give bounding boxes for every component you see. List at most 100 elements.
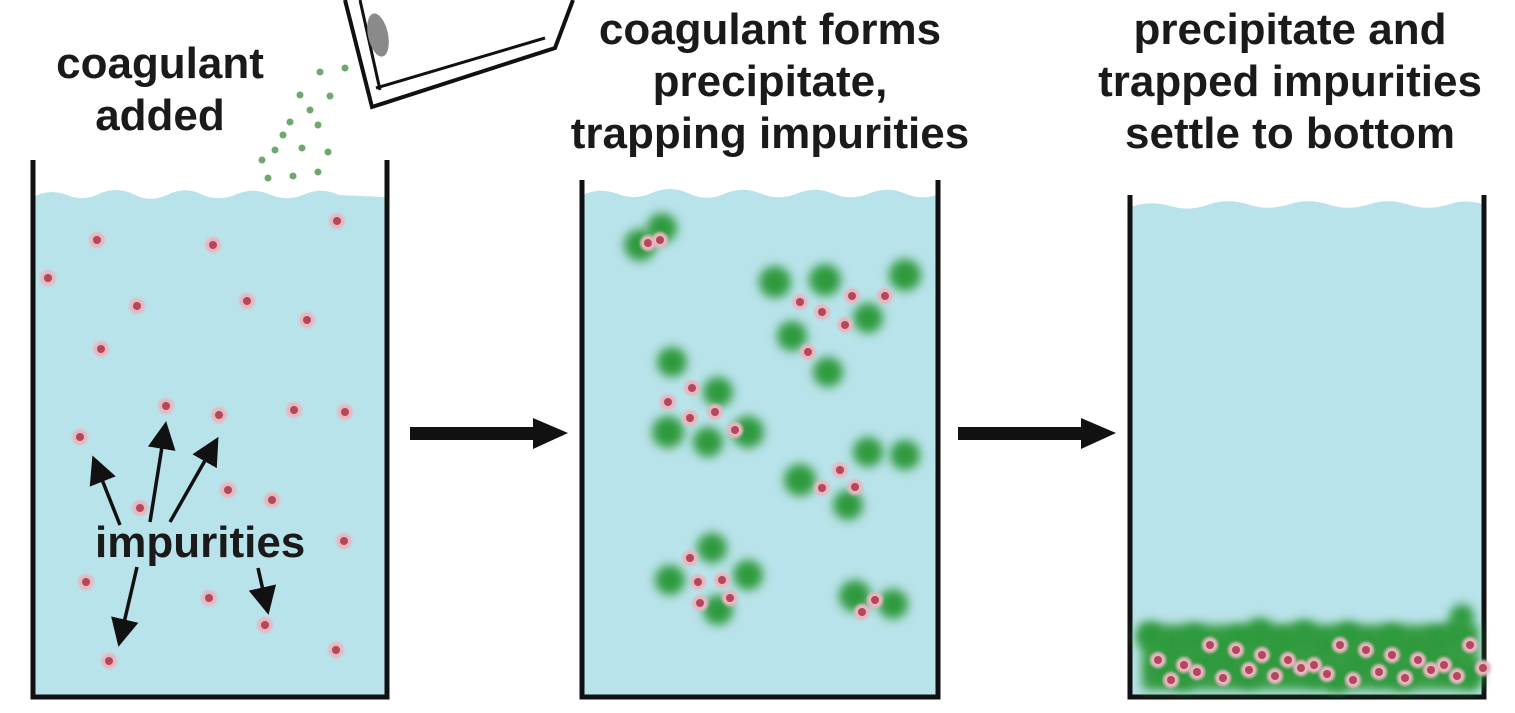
stage2-caption-line3: trapping impurities xyxy=(570,109,970,158)
pointer-arrow xyxy=(89,455,122,526)
precipitate-blob xyxy=(759,266,791,298)
precipitate-blob xyxy=(693,427,723,457)
precipitate-blob xyxy=(1158,632,1186,660)
impurity-particle xyxy=(129,298,145,314)
impurity-particle xyxy=(1384,647,1400,663)
coagulant-grain xyxy=(341,64,349,72)
impurity-particle xyxy=(837,317,853,333)
impurity-particle xyxy=(1267,668,1283,684)
precipitate-blob xyxy=(1180,624,1208,652)
impurity-particle xyxy=(1306,657,1322,673)
impurity-particle xyxy=(1345,672,1361,688)
impurity-particle xyxy=(1215,670,1231,686)
impurity-particle xyxy=(93,341,109,357)
impurity-particle xyxy=(1319,666,1335,682)
precipitate-blob xyxy=(890,440,920,470)
precipitate-flocs xyxy=(624,213,921,625)
impurity-particle xyxy=(1423,662,1439,678)
precipitate-blob xyxy=(703,377,733,407)
impurity-particle xyxy=(844,288,860,304)
precipitate-blob xyxy=(833,490,863,520)
coagulant-grain xyxy=(324,148,332,156)
impurity-particle xyxy=(101,653,117,669)
precipitate-blob xyxy=(1378,624,1406,652)
stage2-caption-line1: coagulant forms xyxy=(598,5,942,54)
impurity-particle xyxy=(722,590,738,606)
impurity-particle xyxy=(78,574,94,590)
impurity-particle xyxy=(337,404,353,420)
precipitate-blob xyxy=(809,264,841,296)
coagulant-grain xyxy=(279,131,287,139)
impurity-particle xyxy=(1449,668,1465,684)
precipitate-blob xyxy=(813,357,843,387)
pointer-arrow xyxy=(248,567,277,615)
impurity-particle xyxy=(832,462,848,478)
impurity-particle xyxy=(1280,652,1296,668)
impurity-particle xyxy=(1228,642,1244,658)
impurity-particle xyxy=(714,572,730,588)
impurity-particle xyxy=(89,232,105,248)
impurity-particle xyxy=(692,595,708,611)
impurity-particle xyxy=(1332,637,1348,653)
impurity-particle xyxy=(299,312,315,328)
coagulant-container xyxy=(343,0,575,110)
impurity-particle xyxy=(682,550,698,566)
impurity-particle xyxy=(652,232,668,248)
impurity-particle xyxy=(328,642,344,658)
precipitate-blob xyxy=(697,533,727,563)
coagulant-grain xyxy=(326,92,334,100)
precipitate-blob xyxy=(878,589,908,619)
floc xyxy=(655,533,763,625)
impurity-particle xyxy=(660,394,676,410)
impurity-particle xyxy=(707,404,723,420)
coagulant-grain xyxy=(296,91,304,99)
impurity-particle xyxy=(792,294,808,310)
stage3-caption-line2: trapped impurities xyxy=(1098,57,1482,106)
impurity-particle xyxy=(336,533,352,549)
coagulant-grain xyxy=(271,146,279,154)
impurity-pointer-arrows xyxy=(89,421,277,647)
impurity-particle xyxy=(854,604,870,620)
precipitate-blob xyxy=(1246,618,1274,646)
precipitate-blob xyxy=(1422,626,1450,654)
coagulant-grain xyxy=(314,168,322,176)
impurity-particle xyxy=(205,237,221,253)
impurity-particle xyxy=(1358,642,1374,658)
impurity-particle xyxy=(72,429,88,445)
impurity-particle xyxy=(1293,660,1309,676)
precipitate-blob xyxy=(784,464,816,496)
impurity-particle xyxy=(847,479,863,495)
coagulant-grain xyxy=(289,172,297,180)
floc xyxy=(839,580,908,620)
stage2-caption: coagulant forms precipitate, trapping im… xyxy=(540,4,1000,160)
stage3-caption: precipitate and trapped impurities settl… xyxy=(1075,4,1505,160)
impurity-particle xyxy=(257,617,273,633)
precipitate-blob xyxy=(853,303,883,333)
impurity-particle xyxy=(1163,672,1179,688)
precipitate-blob xyxy=(652,416,684,448)
stage2-caption-line2: precipitate, xyxy=(652,57,888,106)
impurity-particle xyxy=(1150,652,1166,668)
impurity-particle xyxy=(800,344,816,360)
coagulant-grain xyxy=(306,106,314,114)
stage1-caption: coagulant added xyxy=(40,38,280,142)
precipitate-blob xyxy=(733,560,763,590)
floc xyxy=(624,213,677,261)
floc xyxy=(652,347,764,457)
coagulant-grain xyxy=(286,118,294,126)
impurity-particle xyxy=(867,592,883,608)
stage1-caption-line1: coagulant xyxy=(56,39,264,88)
precipitate-blob xyxy=(1268,628,1296,656)
impurity-particle xyxy=(220,482,236,498)
impurity-particle xyxy=(211,407,227,423)
precipitate-blob xyxy=(889,259,921,291)
impurity-particle xyxy=(264,492,280,508)
beaker-3 xyxy=(1127,195,1491,700)
beaker-3-water xyxy=(1130,201,1482,695)
impurity-particle xyxy=(1371,664,1387,680)
impurity-particle xyxy=(201,590,217,606)
precipitate-blob xyxy=(839,580,871,612)
pointer-arrow xyxy=(147,421,176,523)
precipitate-blob xyxy=(1290,620,1318,648)
